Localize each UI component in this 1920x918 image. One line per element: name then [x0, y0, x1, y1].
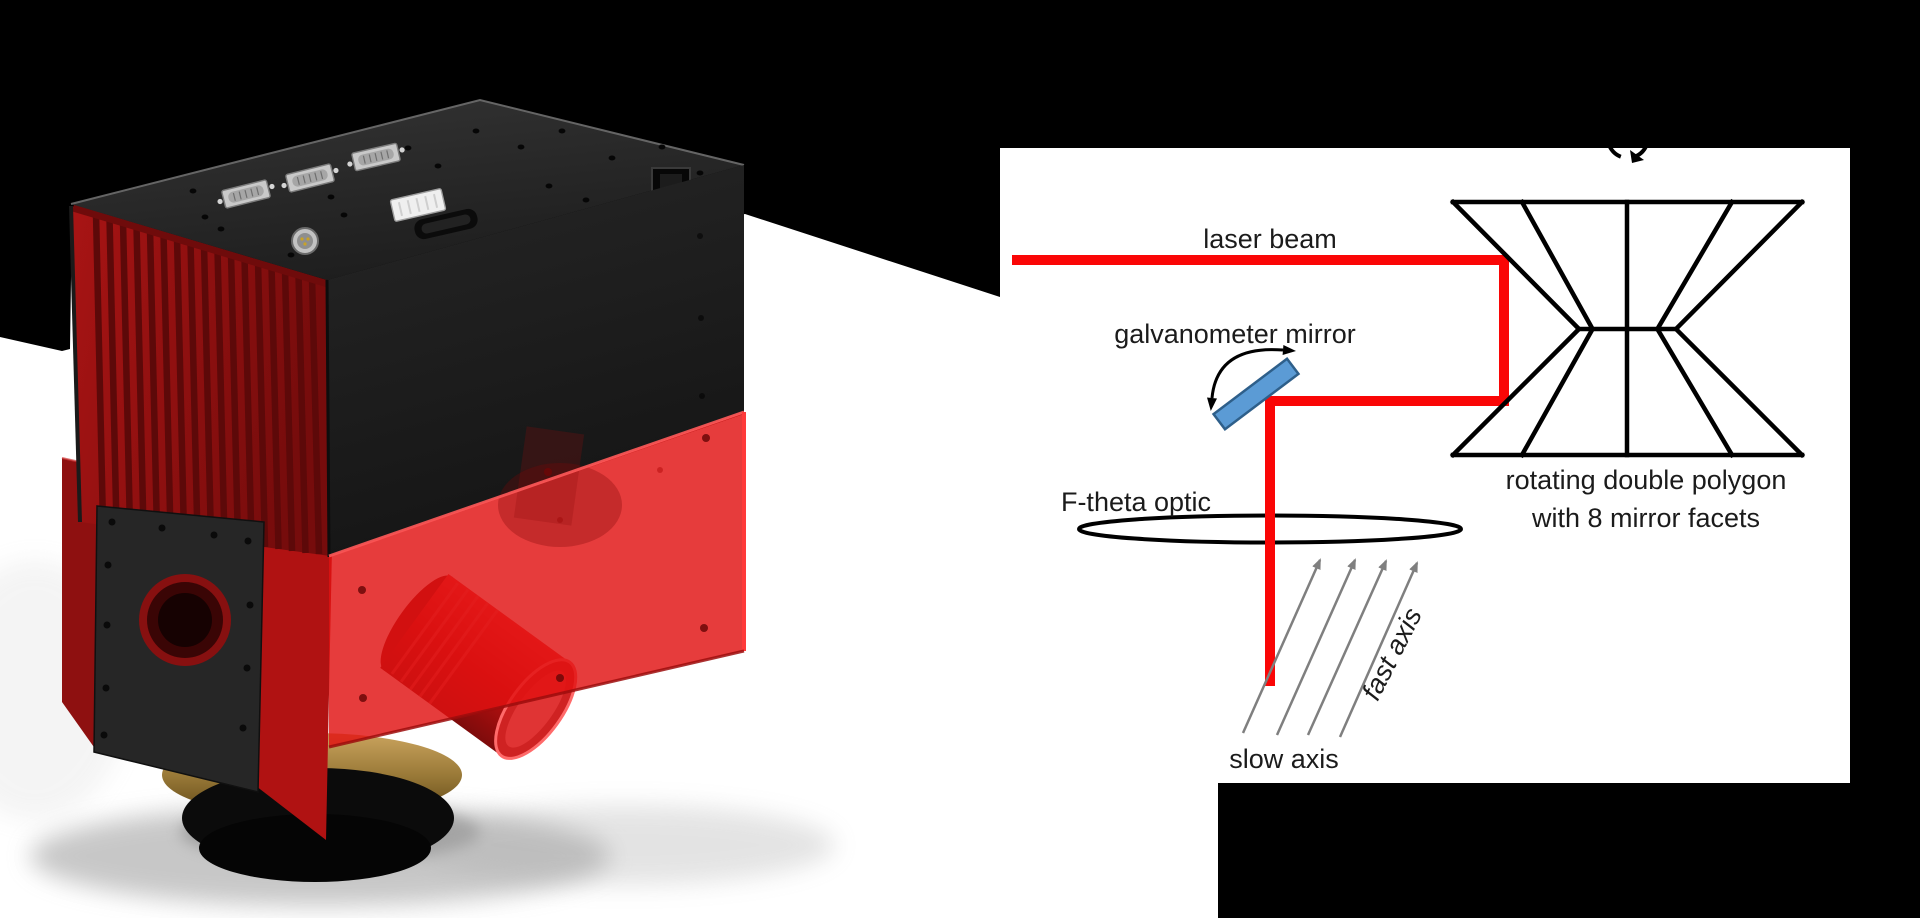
- white-connector: [389, 188, 447, 222]
- label-polygon-caption-line1: rotating double polygon: [1506, 465, 1787, 495]
- front-vertical-edge: [325, 279, 331, 558]
- top-face-edge-highlight: [70, 98, 745, 205]
- product-photo: [0, 98, 835, 906]
- device-left-edge: [69, 205, 82, 523]
- polygon-mirror-drawing: [1449, 198, 1806, 459]
- round-connector: [291, 227, 319, 255]
- rotation-arrow-icon: [1605, 115, 1650, 163]
- top-face: [71, 100, 744, 280]
- fins-top-seam: [72, 204, 329, 288]
- red-window-panel: [328, 410, 746, 749]
- label-galvanometer-mirror: galvanometer mirror: [1114, 319, 1356, 349]
- fast-axis-arrows: [1241, 558, 1419, 738]
- scan-principle-diagram: laser beam galvanometer mirror F-theta o…: [1012, 115, 1806, 774]
- dsub-connector-2: [281, 163, 339, 193]
- label-slow-axis: slow axis: [1229, 744, 1339, 774]
- body-front-strip: [256, 512, 332, 840]
- fins: [92, 212, 323, 555]
- aperture-hole: [158, 593, 212, 647]
- dsub-connector-3: [347, 142, 405, 172]
- plate-screws: [100, 518, 254, 739]
- front-aperture-plate: [93, 505, 265, 793]
- lens-cap-bottom: [199, 814, 431, 882]
- label-f-theta-optic: F-theta optic: [1061, 487, 1211, 517]
- dsub-connector-1: [217, 179, 275, 209]
- label-polygon-caption-line2: with 8 mirror facets: [1531, 503, 1760, 533]
- device-shadow-right: [415, 805, 835, 885]
- galvo-swing-arrow: [1207, 345, 1296, 411]
- galvanometer-mirror-shape: [1211, 356, 1301, 432]
- label-laser-beam: laser beam: [1203, 224, 1337, 254]
- right-face: [327, 165, 744, 557]
- recessed-slot: [414, 208, 478, 240]
- body-lower-left: [62, 458, 98, 750]
- device-render: [61, 98, 746, 882]
